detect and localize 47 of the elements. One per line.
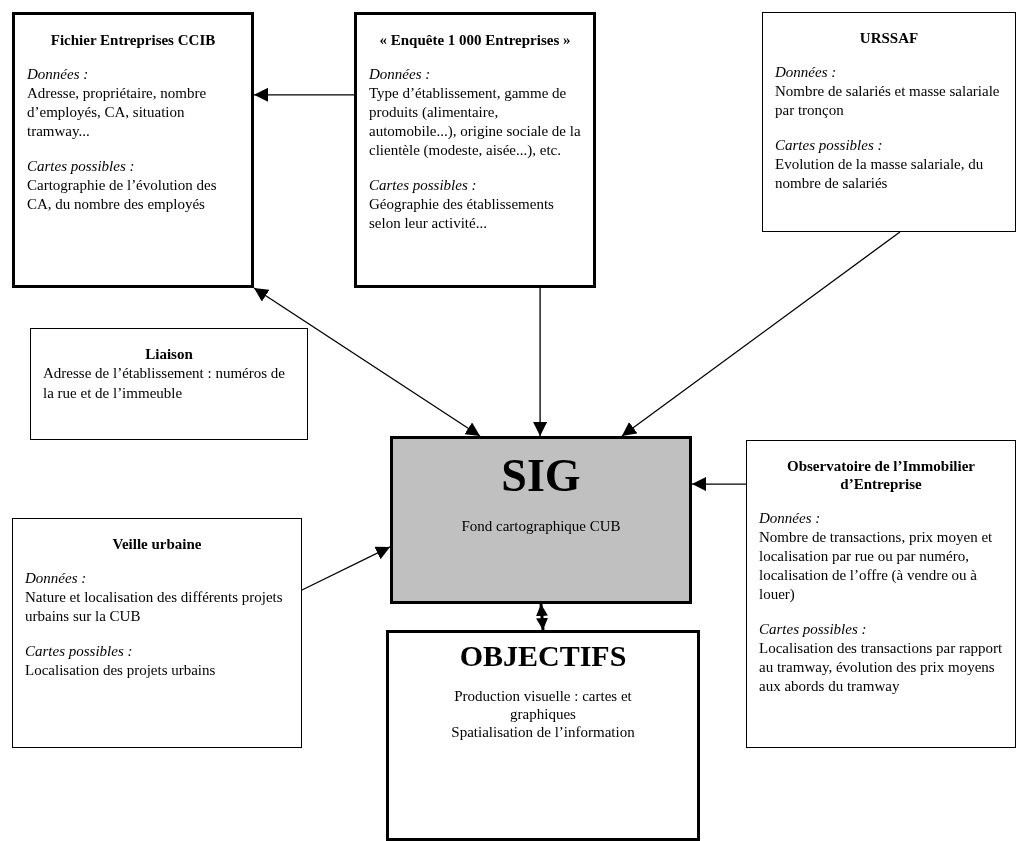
section-label: Cartes possibles : [759,620,868,639]
section-label: Données : [369,65,432,84]
source-box [762,12,1016,232]
central-box [390,436,692,604]
box-title: Veille urbaine [111,535,203,553]
arrow [253,87,355,102]
section-label: Données : [775,63,838,82]
source-box [12,12,254,288]
box-text: Evolution de la masse salariale, du nombre de salariés [775,155,985,193]
arrow [253,287,481,437]
section-label: Cartes possibles : [27,157,136,176]
source-box [354,12,596,288]
box-text: Fond cartographique CUB [460,516,622,535]
arrow [301,546,391,591]
box-title: SIG [500,449,582,503]
central-box [386,630,700,841]
arrow [691,477,747,492]
box-text: Localisation des projets urbains [25,661,217,680]
box-text: Adresse, propriétaire, nombre d’employés, CA, situation tramway... [27,84,208,141]
note-box [30,328,308,440]
section-label: Cartes possibles : [775,136,884,155]
box-text: Production visuelle : cartes et graphiques [453,686,633,723]
box-text: Spatialisation de l’information [450,722,636,741]
box-title: Fichier Entreprises CCIB [49,31,217,49]
arrow [621,231,901,437]
box-text: Localisation des transactions par rapport au tramway, évolution des prix moyens aux abords du tramway [759,639,1003,696]
arrow [535,603,549,631]
section-label: Données : [25,569,88,588]
source-box [12,518,302,748]
source-box [746,440,1016,748]
box-text: Adresse de l’établissement : numéros de la rue et de l’immeuble [43,364,286,403]
box-text: Nature et localisation des différents projets urbains sur la CUB [25,588,284,626]
section-label: Cartes possibles : [25,642,134,661]
box-text: Nombre de salariés et masse salariale par tronçon [775,82,1001,120]
box-title: OBJECTIFS [458,638,628,674]
box-title: URSSAF [858,29,920,47]
box-text: Type d’établissement, gamme de produits (alimentaire, automobile...), origine sociale de la clientèle (modeste, aisée...), etc. [369,84,581,160]
section-label: Données : [759,509,822,528]
section-label: Cartes possibles : [369,176,478,195]
box-title: Observatoire de l’Immobilier d’Entreprise [786,457,976,493]
box-text: Géographie des établissements selon leur activité... [369,195,555,233]
box-text: Cartographie de l’évolution des CA, du nombre des employés [27,176,218,214]
box-title: « Enquête 1 000 Entreprises » [378,31,572,49]
section-label: Données : [27,65,90,84]
box-text: Nombre de transactions, prix moyen et localisation par rue ou par numéro, localisation de l’offre (à vendre ou à louer) [759,528,994,604]
box-title: Liaison [144,345,194,363]
arrow [533,287,548,437]
